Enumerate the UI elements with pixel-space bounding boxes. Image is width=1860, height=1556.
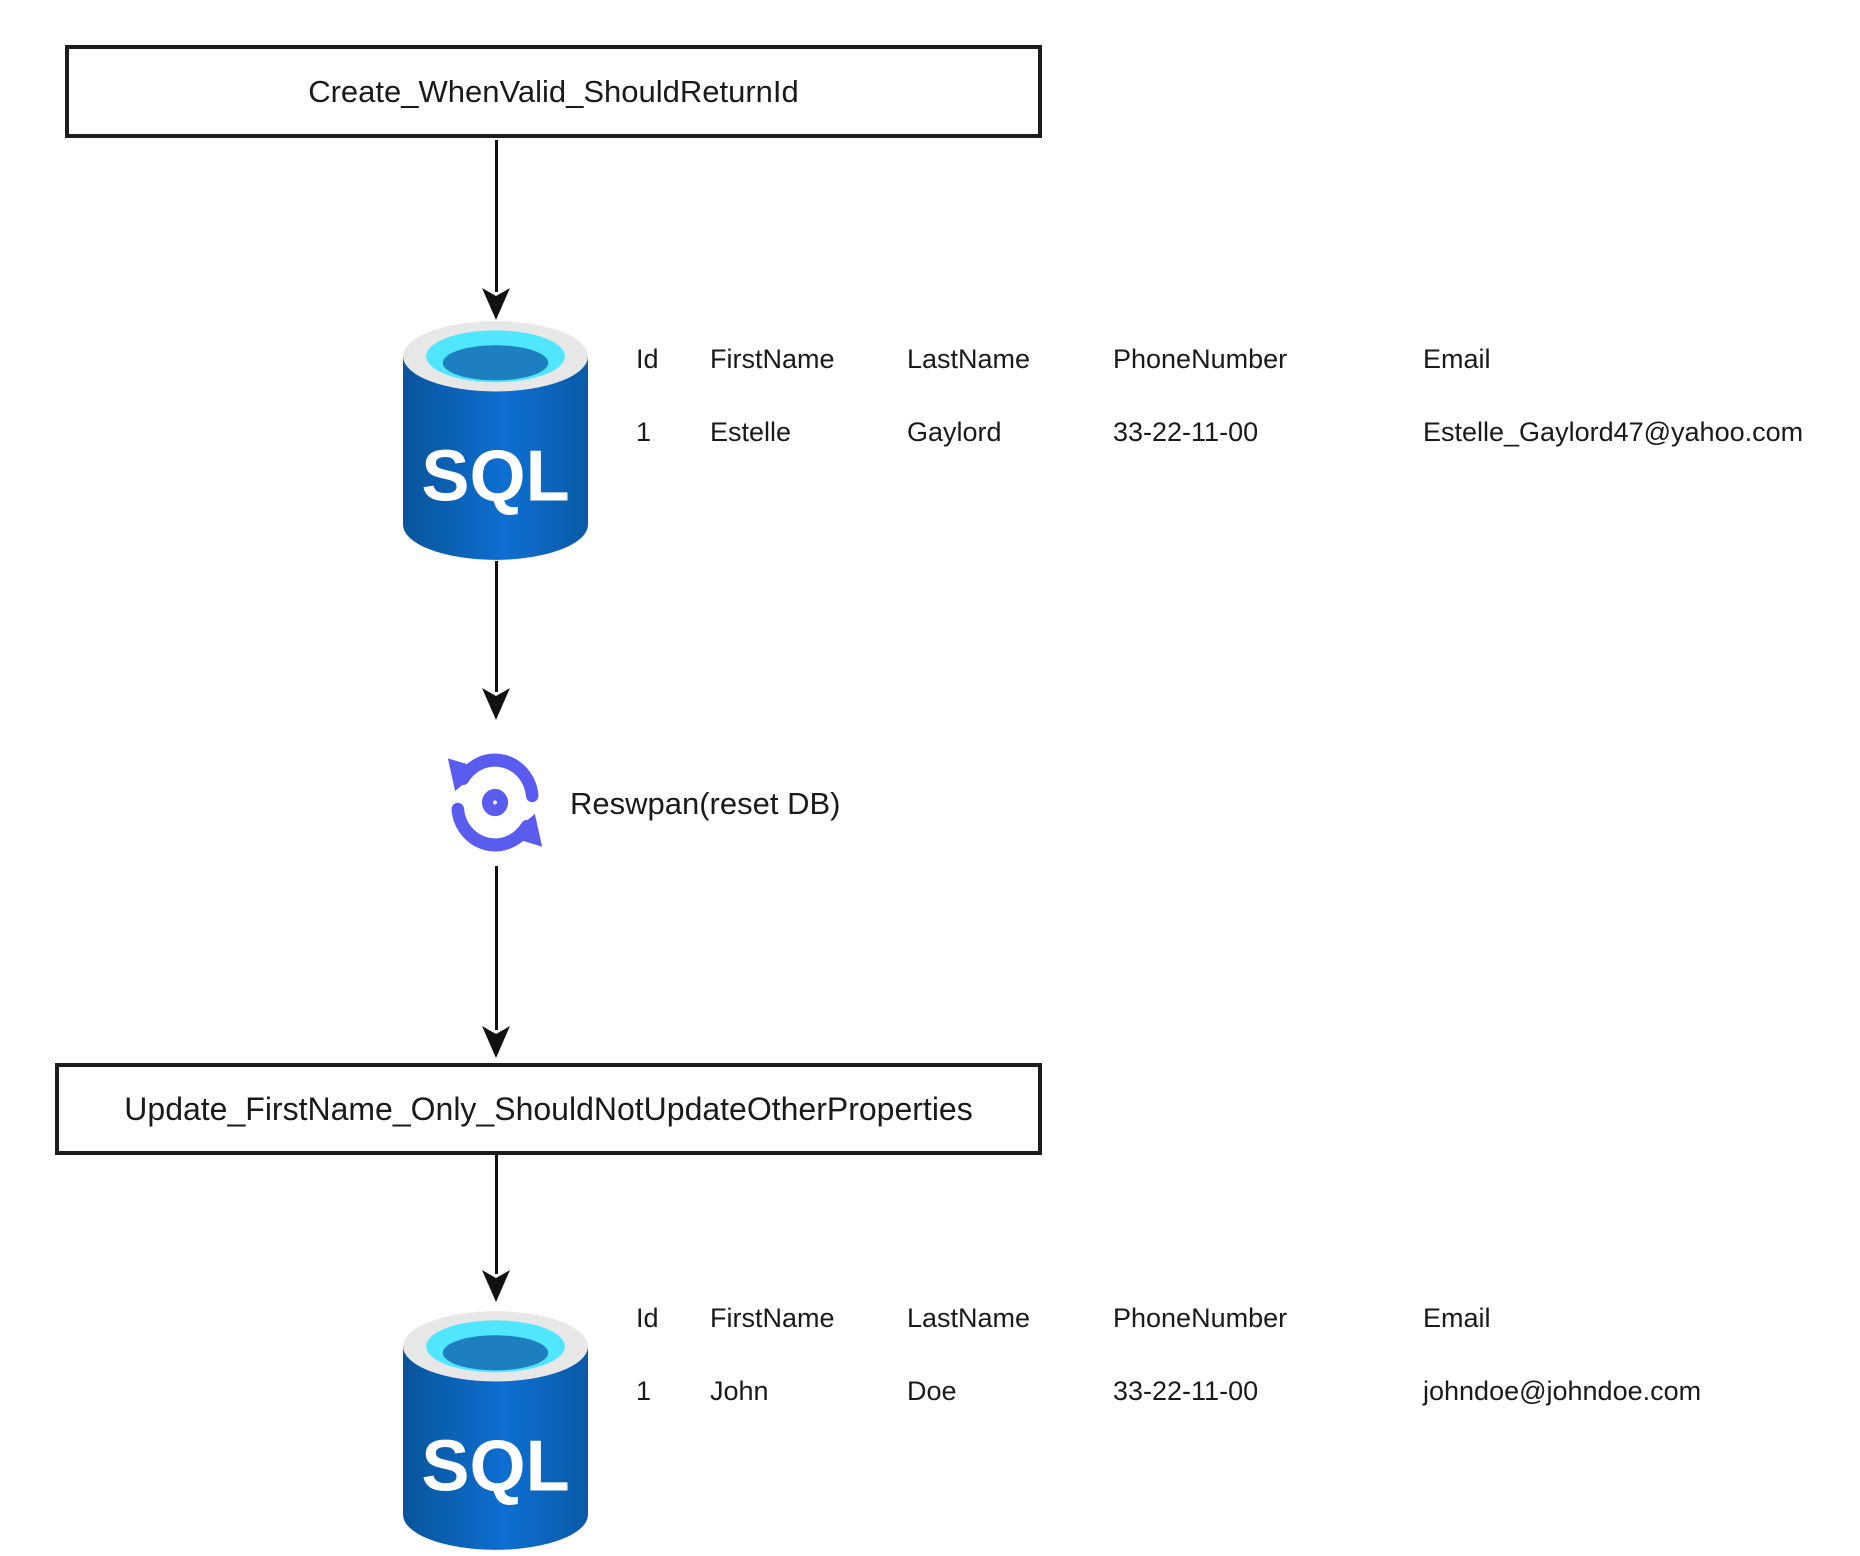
column-header-id: Id [636,344,659,374]
column-header-email: Email [1423,1303,1491,1333]
column-header-phonenumber: PhoneNumber [1113,344,1288,374]
sql-icon-text: SQL [421,1427,569,1507]
cell-phonenumber: 33-22-11-00 [1113,1376,1259,1406]
column-header-lastname: LastName [907,1303,1031,1333]
test-node-update: Update_FirstName_Only_ShouldNotUpdateOth… [55,1063,1042,1155]
connector-line [495,140,498,292]
column-header-firstname: FirstName [710,344,835,374]
column-header-lastname: LastName [907,344,1031,374]
cell-id: 1 [636,1376,652,1406]
connector-line [495,561,498,692]
column-header-email: Email [1423,344,1491,374]
arrowhead-down-icon [482,1270,510,1302]
cell-lastname: Gaylord [907,417,1002,447]
arrowhead-down-icon [482,688,510,720]
cell-id: 1 [636,417,652,447]
reset-db-label: Reswpan(reset DB) [570,786,841,821]
arrowhead-down-icon [482,288,510,320]
cell-phonenumber: 33-22-11-00 [1113,417,1259,447]
cell-email: Estelle_Gaylord47@yahoo.com [1423,417,1804,447]
cell-email: johndoe@johndoe.com [1423,1376,1702,1406]
arrowhead-down-icon [482,1026,510,1058]
column-header-phonenumber: PhoneNumber [1113,1303,1288,1333]
sql-icon-text: SQL [421,437,569,517]
column-header-firstname: FirstName [710,1303,835,1333]
connector-line [495,866,498,1030]
cell-firstname: Estelle [710,417,792,447]
sql-database-icon: SQL [403,1311,588,1550]
column-header-id: Id [636,1303,659,1333]
sql-database-icon: SQL [403,321,588,560]
db-state-table-after-update: Id FirstName LastName PhoneNumber Email … [636,1301,1860,1421]
test-node-update-label: Update_FirstName_Only_ShouldNotUpdateOth… [124,1090,973,1127]
test-node-create: Create_WhenValid_ShouldReturnId [65,45,1042,138]
cell-firstname: John [710,1376,769,1406]
db-state-table-before-reset: Id FirstName LastName PhoneNumber Email … [636,342,1860,462]
cell-lastname: Doe [907,1376,957,1406]
test-node-create-label: Create_WhenValid_ShouldReturnId [308,73,799,109]
reset-db-icon [447,753,543,852]
connector-line [495,1155,498,1274]
